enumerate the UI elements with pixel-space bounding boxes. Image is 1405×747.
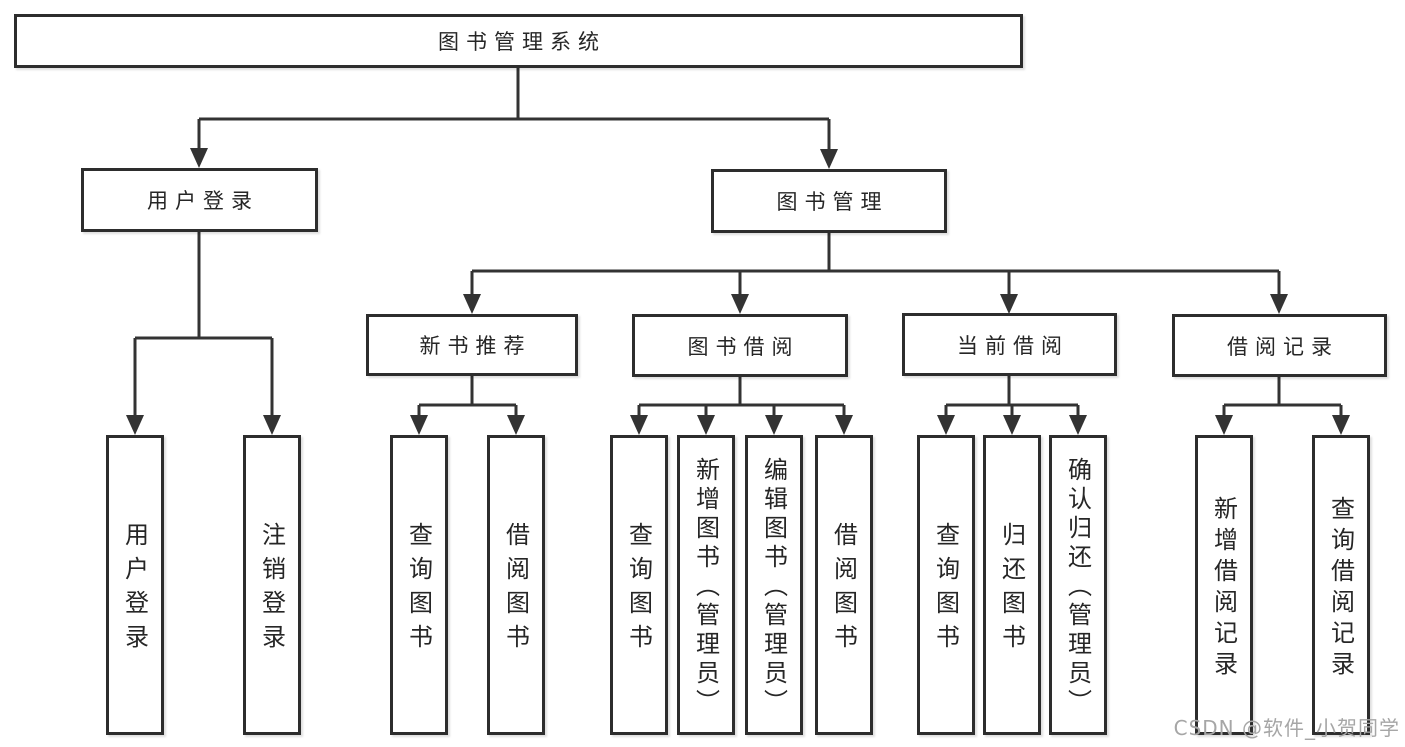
node-label: 当前借阅	[957, 333, 1069, 358]
arrow-down-icon	[263, 415, 281, 435]
node-bb-query-books: 查询图书	[610, 435, 668, 735]
node-nbr-query-books: 查询图书	[390, 435, 448, 735]
node-logout: 注销登录	[243, 435, 301, 735]
csdn-watermark: CSDN @软件_小贺同学	[1173, 716, 1400, 740]
arrow-down-icon	[1332, 415, 1350, 435]
node-label: 注销登录	[257, 522, 286, 658]
node-cb-query-books: 查询图书	[917, 435, 975, 735]
arrow-down-icon	[1003, 415, 1021, 435]
node-user-login: 用户登录	[81, 168, 318, 232]
node-book-management: 图书管理	[711, 169, 947, 233]
node-br-add-record: 新增借阅记录	[1195, 435, 1253, 735]
node-label: 查询图书	[931, 522, 960, 658]
arrow-down-icon	[697, 415, 715, 435]
arrow-down-icon	[1069, 415, 1087, 435]
arrow-down-icon	[1215, 415, 1233, 435]
node-label: 图书管理系统	[438, 30, 606, 54]
arrowhead-icons	[126, 148, 1350, 435]
node-br-query-record: 查询借阅记录	[1312, 435, 1370, 735]
arrow-down-icon	[820, 149, 838, 169]
arrow-down-icon	[463, 294, 481, 314]
node-label: 借阅记录	[1227, 334, 1339, 359]
node-book-borrow: 图书借阅	[632, 314, 848, 377]
node-borrow-records: 借阅记录	[1172, 314, 1387, 377]
arrow-down-icon	[190, 148, 208, 168]
node-label: 图书借阅	[687, 334, 800, 359]
node-label: 借阅图书	[829, 522, 858, 658]
node-label: 确认归还（管理员）	[1063, 457, 1092, 718]
node-bb-edit-books: 编辑图书（管理员）	[745, 435, 803, 735]
node-label: 查询借阅记录	[1326, 495, 1355, 682]
node-library-system: 图书管理系统	[14, 14, 1023, 68]
connector-path	[133, 68, 1343, 417]
node-user-login-action: 用户登录	[106, 435, 164, 735]
arrow-down-icon	[630, 415, 648, 435]
arrow-down-icon	[835, 415, 853, 435]
node-label: 用户登录	[147, 189, 259, 213]
node-label: 新增借阅记录	[1209, 495, 1238, 682]
node-bb-add-books: 新增图书（管理员）	[677, 435, 735, 735]
arrow-down-icon	[765, 415, 783, 435]
node-current-borrow: 当前借阅	[902, 313, 1117, 376]
node-bb-borrow-books: 借阅图书	[815, 435, 873, 735]
arrow-down-icon	[937, 415, 955, 435]
node-label: 借阅图书	[501, 522, 530, 658]
arrow-down-icon	[1270, 294, 1288, 314]
node-new-book-recommend: 新书推荐	[366, 314, 578, 376]
node-cb-return-books: 归还图书	[983, 435, 1041, 735]
arrow-down-icon	[731, 294, 749, 314]
arrow-down-icon	[126, 415, 144, 435]
arrow-down-icon	[1000, 294, 1018, 314]
node-nbr-borrow-books: 借阅图书	[487, 435, 545, 735]
node-label: 编辑图书（管理员）	[759, 457, 788, 718]
arrow-down-icon	[410, 415, 428, 435]
node-label: 图书管理	[776, 190, 889, 214]
node-label: 归还图书	[997, 522, 1026, 658]
node-label: 新书推荐	[419, 334, 532, 358]
node-label: 用户登录	[120, 522, 149, 658]
node-label: 新增图书（管理员）	[691, 457, 720, 718]
arrow-down-icon	[507, 415, 525, 435]
node-label: 查询图书	[624, 522, 653, 658]
node-label: 查询图书	[404, 522, 433, 658]
node-cb-confirm-return: 确认归还（管理员）	[1049, 435, 1107, 735]
